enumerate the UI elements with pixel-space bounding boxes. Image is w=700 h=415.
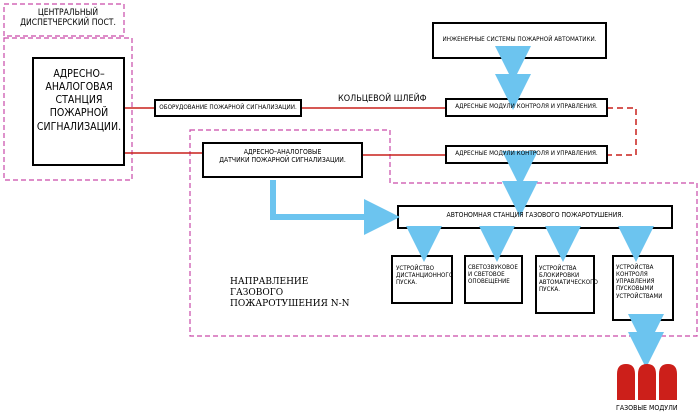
direction-label: НАПРАВЛЕНИЕ ГАЗОВОГО ПОЖАРОТУШЕНИЯ N-N bbox=[230, 277, 350, 309]
remote-start-box bbox=[391, 255, 453, 304]
main-station-box bbox=[32, 57, 125, 166]
fire-alarm-equipment-box bbox=[154, 99, 302, 117]
engineering-systems-label: ИНЖЕНЕРНЫЕ СИСТЕМЫ ПОЖАРНОЙ АВТОМАТИКИ. bbox=[442, 36, 597, 43]
dispatch-post-label: ЦЕНТРАЛЬНЫЙ ДИСПЕТЧЕРСКИЙ ПОСТ. bbox=[20, 8, 116, 28]
gas-cylinders-icon bbox=[617, 364, 677, 400]
address-modules-label-2: АДРЕСНЫЕ МОДУЛИ КОНТРОЛЯ И УПРАВЛЕНИЯ. bbox=[455, 150, 598, 157]
auto-block-label: УСТРОЙСТВА БЛОКИРОВКИ АВТОМАТИЧЕСКОГО ПУ… bbox=[539, 265, 598, 294]
fire-alarm-equipment-label: ОБОРУДОВАНИЕ ПОЖАРНОЙ СИГНАЛИЗАЦИИ. bbox=[159, 104, 297, 111]
gas-station-label: АВТОНОМНАЯ СТАНЦИЯ ГАЗОВОГО ПОЖАРОТУШЕНИ… bbox=[446, 211, 624, 219]
dispatch-post-region bbox=[3, 3, 125, 37]
light-sound-label: СВЕТОЗВУКОВОЕ И СВЕТОВОЕ ОПОВЕЩЕНИЕ bbox=[468, 264, 518, 286]
gas-modules-label: ГАЗОВЫЕ МОДУЛИ bbox=[616, 404, 678, 412]
loop-dashed-return bbox=[607, 107, 637, 156]
remote-start-label: УСТРОЙСТВО ДИСТАНЦИОННОГО ПУСКА. bbox=[396, 265, 454, 287]
central-region bbox=[3, 37, 133, 181]
arrow-detectors-gas-station bbox=[270, 180, 400, 235]
main-station-label: АДРЕСНО– АНАЛОГОВАЯ СТАНЦИЯ ПОЖАРНОЙ СИГ… bbox=[36, 68, 122, 133]
detectors-label: АДРЕСНО–АНАЛОГОВЫЕ ДАТЧИКИ ПОЖАРНОЙ СИГН… bbox=[219, 148, 346, 164]
address-modules-label-1: АДРЕСНЫЕ МОДУЛИ КОНТРОЛЯ И УПРАВЛЕНИЯ. bbox=[455, 103, 598, 110]
detectors-box bbox=[202, 142, 363, 178]
loop-label: КОЛЬЦЕВОЙ ШЛЕЙФ bbox=[338, 94, 427, 104]
start-control-box bbox=[612, 255, 674, 321]
light-sound-box bbox=[464, 255, 523, 304]
start-control-label: УСТРОЙСТВА КОНТРОЛЯ УПРАВЛЕНИЯ ПУСКОВЫМИ… bbox=[616, 264, 663, 300]
gas-direction-region bbox=[189, 129, 698, 337]
